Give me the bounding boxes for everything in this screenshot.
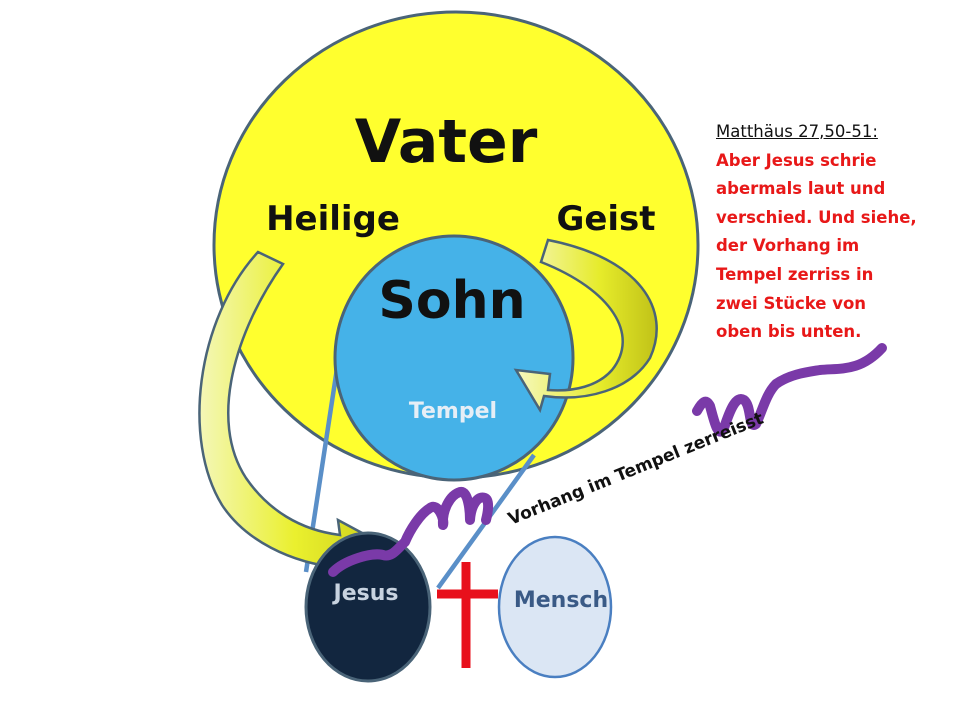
quote-line: zwei Stücke von — [716, 293, 867, 313]
vater-label: Vater — [355, 107, 538, 177]
scripture-quote: Matthäus 27,50-51: Aber Jesus schrie abe… — [716, 118, 956, 347]
sohn-label: Sohn — [378, 271, 525, 331]
tempel-label: Tempel — [409, 399, 497, 424]
heilige-label: Heilige — [266, 199, 400, 239]
quote-reference: Matthäus 27,50-51: — [716, 122, 878, 141]
quote-line: verschied. Und siehe, — [716, 207, 917, 227]
holy-spirit-arrow-right — [513, 238, 658, 414]
quote-line: der Vorhang im — [716, 236, 860, 256]
quote-line: Aber Jesus schrie — [716, 150, 877, 170]
quote-line: abermals laut und — [716, 179, 886, 199]
jesus-label: Jesus — [332, 581, 399, 606]
mensch-label: Mensch — [514, 588, 608, 613]
sohn-circle — [333, 234, 575, 482]
torn-curtain-upper — [692, 343, 887, 437]
geist-label: Geist — [556, 199, 655, 239]
quote-text: Aber Jesus schrie abermals laut und vers… — [716, 147, 956, 347]
torn-curtain-lower — [328, 487, 494, 577]
cross-icon — [437, 562, 498, 668]
mensch-circle — [497, 535, 613, 679]
quote-line: oben bis unten. — [716, 322, 862, 342]
quote-line: Tempel zerriss in — [716, 264, 874, 284]
